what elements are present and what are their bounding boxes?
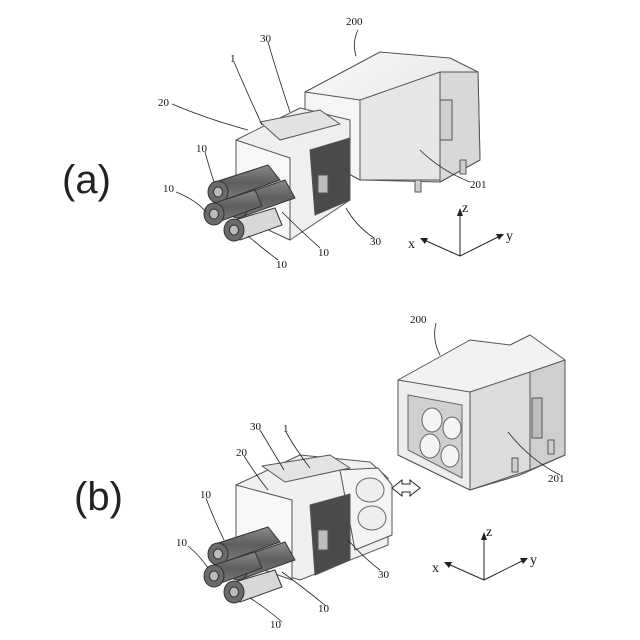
ref-30-top-a: 30 xyxy=(260,33,272,45)
panel-b-label: (b) xyxy=(74,475,123,519)
ref-200-a: 200 xyxy=(346,16,363,28)
ref-20-a: 20 xyxy=(158,97,170,109)
ref-20-b: 20 xyxy=(236,447,248,459)
ref-1-a: 1 xyxy=(230,53,236,65)
panel-b: (b) xyxy=(74,314,565,631)
axis-z-a: z xyxy=(462,201,468,216)
panel-a-label: (a) xyxy=(62,158,111,202)
axis-y-b: y xyxy=(530,553,537,568)
axis-z-b: z xyxy=(486,525,492,540)
axis-y-a: y xyxy=(506,229,513,244)
ref-10-3-a: 10 xyxy=(276,259,288,271)
ref-10-4-b: 10 xyxy=(318,603,330,615)
ref-1-b: 1 xyxy=(283,423,289,435)
ref-10-3-b: 10 xyxy=(270,619,282,631)
mating-arrow xyxy=(392,480,420,496)
ref-201-b: 201 xyxy=(548,473,565,485)
ref-10-1-a: 10 xyxy=(196,143,208,155)
axis-triad-a: z x y xyxy=(408,201,513,256)
ref-10-4-a: 10 xyxy=(318,247,330,259)
ref-30-bottom-a: 30 xyxy=(370,236,382,248)
receptacle-200-b xyxy=(398,335,565,490)
ref-30-top-b: 30 xyxy=(250,421,262,433)
ref-10-2-a: 10 xyxy=(163,183,175,195)
axis-triad-b: z x y xyxy=(432,525,537,580)
ref-30-bottom-b: 30 xyxy=(378,569,390,581)
ref-200-b: 200 xyxy=(410,314,427,326)
ref-201-a: 201 xyxy=(470,179,487,191)
ref-10-2-b: 10 xyxy=(176,537,188,549)
panel-a: (a) xyxy=(62,16,513,271)
axis-x-b: x xyxy=(432,561,439,576)
axis-x-a: x xyxy=(408,237,415,252)
ref-10-1-b: 10 xyxy=(200,489,212,501)
